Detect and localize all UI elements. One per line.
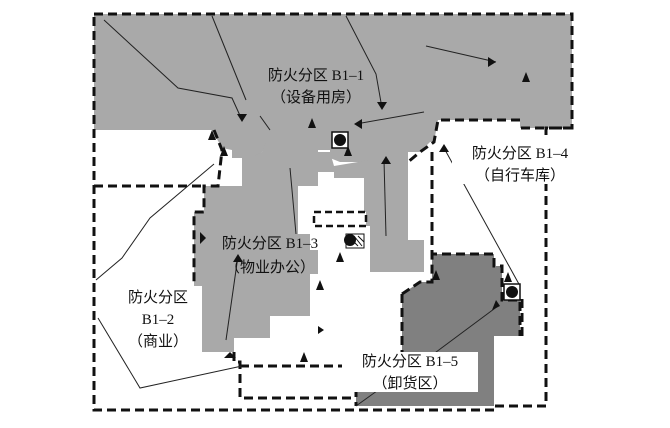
- hatched-shaft-icon: [344, 233, 365, 249]
- exit-arrow-icon: [300, 352, 308, 362]
- zone-b1-1-label: 防火分区 B1–1 （设备用房）: [268, 67, 364, 106]
- inner-room: [224, 158, 242, 186]
- exit-arrow-icon: [318, 326, 324, 334]
- exit-arrow-icon: [354, 119, 362, 129]
- zone-b1-2-label: 防火分区 B1–2 （商业）: [120, 286, 202, 352]
- exit-arrow-icon: [432, 270, 440, 280]
- exit-arrow-icon: [220, 146, 228, 156]
- zone-use: （卸货区）: [372, 375, 447, 392]
- exit-arrow-icon: [492, 300, 500, 310]
- zone-use: （自行车库）: [475, 167, 565, 184]
- exit-arrow-icon: [316, 280, 324, 290]
- zone-name: 防火分区 B1–1: [268, 67, 364, 84]
- exit-arrow-icon: [200, 232, 206, 244]
- stair-core-icon: [503, 283, 521, 301]
- exit-arrows: [233, 57, 500, 310]
- stair-core-icon: [331, 131, 349, 149]
- door-markers: [200, 72, 530, 362]
- exit-arrow-icon: [233, 254, 243, 262]
- exit-arrow-icon: [504, 272, 512, 282]
- exit-arrow-icon: [344, 146, 352, 156]
- zone-name: 防火分区 B1–4: [472, 145, 569, 162]
- exit-arrow-icon: [381, 156, 391, 164]
- exit-arrow-icon: [208, 130, 216, 140]
- zone-name: 防火分区 B1–3: [222, 235, 318, 252]
- exit-arrow-icon: [377, 102, 387, 110]
- inner-room: [312, 210, 368, 228]
- zone-b1-5-label: 防火分区 B1–5 （卸货区）: [342, 352, 478, 392]
- building-boundary: [92, 12, 574, 412]
- zone-use: （设备用房）: [271, 89, 361, 106]
- zone-b1-4-label: 防火分区 B1–4 （自行车库）: [452, 140, 592, 184]
- exit-arrow-icon: [224, 352, 236, 358]
- exit-arrow-icon: [488, 57, 496, 67]
- exit-arrow-icon: [522, 72, 530, 82]
- zone-use: （物业办公）: [225, 259, 315, 276]
- zone-code: B1–2: [142, 312, 175, 328]
- zone-b1-3-area: [194, 132, 424, 352]
- zone-b1-1-area: [94, 14, 572, 162]
- exit-arrow-icon: [439, 144, 449, 152]
- exit-arrow-icon: [308, 118, 316, 128]
- zone-b1-3-label: 防火分区 B1–3 （物业办公）: [222, 235, 318, 276]
- zone-use: （商业）: [128, 333, 188, 350]
- evacuation-paths: [95, 15, 521, 407]
- zone-name: 防火分区: [128, 289, 188, 306]
- exit-arrow-icon: [336, 252, 344, 262]
- zone-name: 防火分区 B1–5: [362, 353, 458, 370]
- exit-arrow-icon: [237, 114, 247, 122]
- zone-b1-5-area: [356, 254, 520, 406]
